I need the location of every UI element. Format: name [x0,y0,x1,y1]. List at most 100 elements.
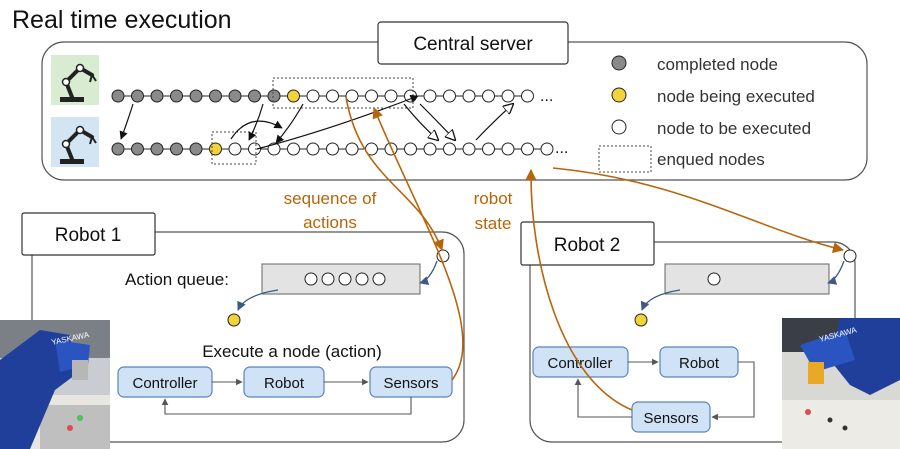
chain2-ellipsis: ... [555,140,568,157]
robot1-node [423,89,437,103]
robot1-robot-box: Robot [243,366,325,398]
legend: completed node node being executed node … [598,55,815,173]
robot1-current-node [227,313,241,327]
robot1-queue-label: Action queue: [125,270,229,289]
robot1-node [131,89,144,103]
robot2-node [443,142,456,156]
robot1-label-box [21,212,156,256]
robot2-sensors-box: Sensors [631,401,711,433]
legend-completed: completed node [657,55,778,74]
robot2-sensors-label: Sensors [643,410,698,427]
robot1-node [345,89,359,103]
robot1-node [443,89,456,103]
robot2-node [287,142,300,156]
robot2-current-node [634,313,648,327]
robot-arm-icon-1 [51,55,99,105]
robot2-enqueue-arrow [827,260,845,285]
robot1-node [501,89,515,103]
robot2-node [248,142,261,156]
robot1-node [248,89,261,103]
robot2-node [423,142,437,156]
robot1-node [384,89,398,103]
robot1-queue-node [355,272,369,286]
robot2-node [267,142,281,156]
central-server-label-box [377,21,569,65]
sequence-annotation-line2: actions [303,213,357,232]
robot1-node [521,89,534,103]
robot2-node [482,142,495,156]
robot1-node [326,89,339,103]
legend-executing-swatch [611,87,627,103]
robot2-node [131,142,144,156]
robot2-control-loop [574,358,755,421]
robot1-node [365,89,378,103]
chain1-ellipsis: ... [540,88,553,105]
robot1-node [189,89,203,103]
robot2-incoming-node [843,249,857,263]
robot2-node [326,142,339,156]
robot1-node [228,89,242,103]
robot2-node [345,142,359,156]
sequence-annotation-line1: sequence of [284,189,377,208]
legend-pending-swatch [611,119,627,135]
sequence-to-robot2-arrow [552,167,845,254]
robot2-robot-box: Robot [659,346,739,378]
robot1-queue-nodes [304,272,386,286]
state-annotation-line2: state [475,214,512,233]
legend-enqueued: enqued nodes [657,150,765,169]
robot1-node [287,89,300,103]
robot2-node [170,142,183,156]
robot2-node [521,142,534,156]
robot1-execute-label: Execute a node (action) [202,342,382,361]
robot1-label: Robot 1 [55,225,122,246]
robot2-controller-box: Controller [532,346,629,378]
robot2-queue-node [707,272,721,286]
robot2-node-chain [111,142,554,156]
robot2-label-box [520,221,655,266]
robot1-node-chain [111,89,534,103]
robot2-node [228,142,242,156]
robot2-enqueued-box [211,131,257,165]
robot1-robot-label: Robot [264,375,305,392]
robot1-node [111,89,125,103]
robot2-label: Robot 2 [554,235,621,256]
robot2-photo: YASKAWA [782,318,900,449]
robot2-robot-label: Robot [679,355,720,372]
robot1-photo: YASKAWA [0,320,110,449]
robot1-controller-label: Controller [132,375,197,392]
robot2-state-arrow [525,168,633,411]
dependency-arrows [119,94,513,150]
robot1-controller-box: Controller [117,366,213,398]
robot1-node [209,89,222,103]
legend-completed-swatch [611,55,627,71]
robot1-enqueue-arrow [419,260,438,285]
robot2-node [404,142,417,156]
robot1-queue-node [304,272,318,286]
robot2-node [189,142,203,156]
robot2-node [540,142,554,156]
legend-pending: node to be executed [657,119,811,138]
state-annotation-line1: robot [474,189,513,208]
robot1-node [267,89,281,103]
central-server-label: Central server [413,34,533,55]
robot1-node [150,89,164,103]
robot1-state-arrow [372,106,464,381]
robot1-queue-node [338,272,352,286]
robot1-node [306,89,320,103]
robot1-node [170,89,183,103]
communication-arrows [345,96,845,411]
robot1-enqueued-box [272,77,414,109]
robot1-sensors-label: Sensors [383,375,438,392]
legend-executing: node being executed [657,87,815,106]
robot2-controller-label: Controller [547,355,612,372]
robot2-node [209,142,222,156]
robot1-dequeue-arrow [237,289,279,311]
robot1-control-loop [161,378,412,415]
sequence-to-robot1-arrow [345,96,444,252]
page-title: Real time execution [12,6,232,34]
robot2-node [111,142,125,156]
robot2-action-queue [664,263,830,295]
robot2-node [306,142,320,156]
robot2-node [462,142,476,156]
